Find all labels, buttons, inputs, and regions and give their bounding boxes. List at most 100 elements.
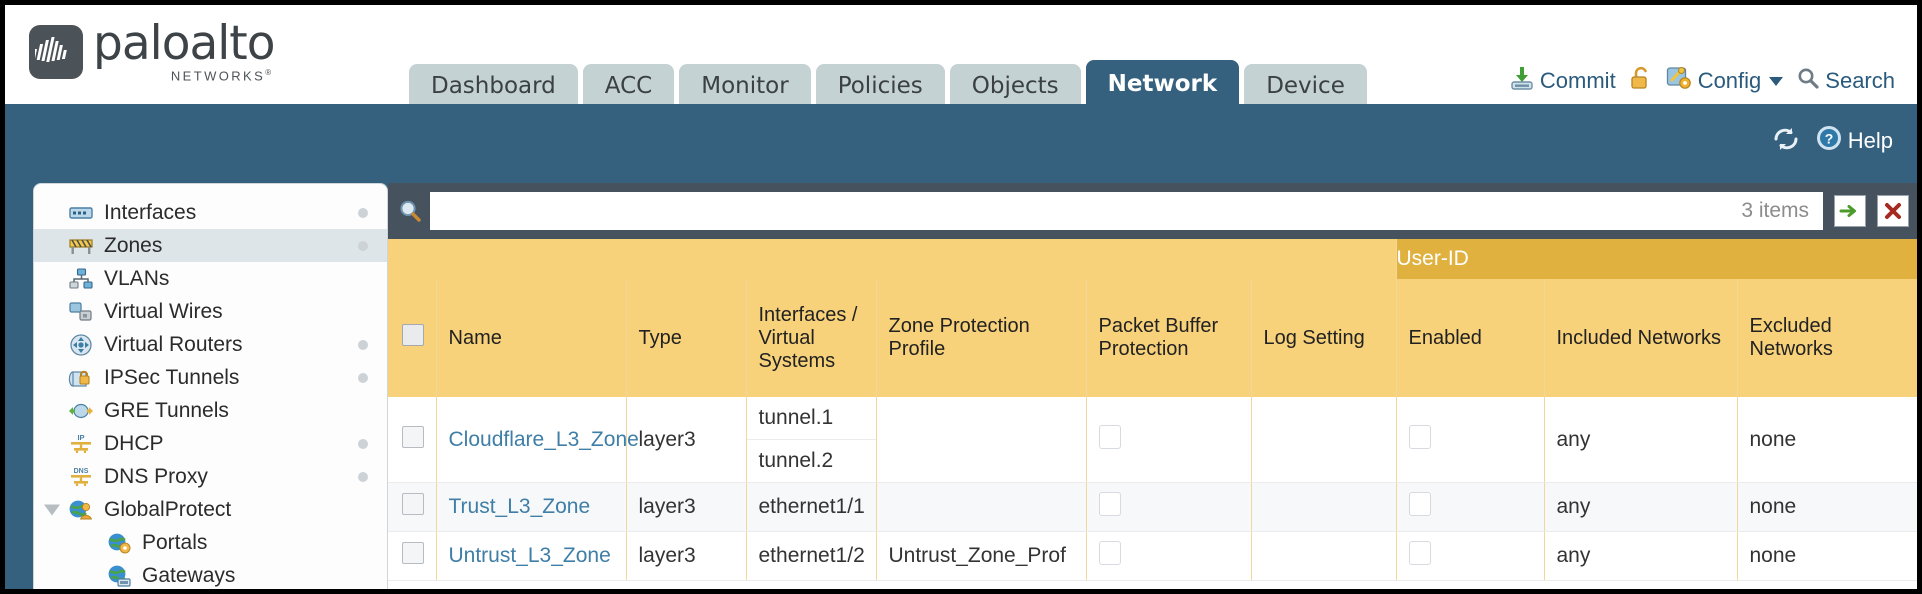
sidebar-item-virtual-wires[interactable]: Virtual Wires [34, 295, 387, 328]
table-row[interactable]: Cloudflare_L3_Zone layer3 tunnel.1 tunne… [388, 397, 1917, 483]
paloalto-logo[interactable]: paloalto NETWORKS® [29, 20, 275, 84]
config-label: Config [1697, 68, 1762, 93]
cell-user-id-enabled[interactable] [1396, 531, 1545, 581]
cell-included-networks: any [1544, 531, 1738, 581]
sidebar-status-dot [358, 372, 368, 383]
sidebar-status-dot [358, 438, 368, 449]
portals-icon [106, 531, 132, 555]
cell-zone-name[interactable]: Cloudflare_L3_Zone [436, 397, 639, 483]
row-select-cell[interactable] [388, 482, 437, 532]
table-row[interactable]: Untrust_L3_Zone layer3 ethernet1/2 Untru… [388, 531, 1917, 581]
apply-filter-button[interactable] [1834, 195, 1866, 227]
help-question-icon: ? [1815, 124, 1843, 158]
refresh-icon[interactable] [1771, 125, 1801, 158]
sidebar-item-label: VLANs [104, 266, 170, 290]
cell-user-id-enabled[interactable] [1396, 397, 1545, 483]
red-x-icon [1885, 203, 1901, 219]
help-button[interactable]: ? Help [1815, 124, 1893, 158]
user-id-enabled-checkbox[interactable] [1408, 424, 1431, 449]
row-select-cell[interactable] [388, 531, 437, 581]
magnifier-search-icon[interactable] [394, 198, 426, 224]
tab-device[interactable]: Device [1244, 64, 1367, 108]
sidebar-item-dhcp[interactable]: IP DHCP [34, 427, 387, 460]
column-header-log-setting[interactable]: Log Setting [1251, 279, 1397, 397]
zone-link[interactable]: Trust_L3_Zone [448, 495, 591, 518]
cell-zone-name[interactable]: Untrust_L3_Zone [436, 531, 627, 581]
select-all-checkbox[interactable] [402, 324, 424, 346]
table-row[interactable]: Trust_L3_Zone layer3 ethernet1/1 any [388, 482, 1917, 532]
zones-search-row: 3 items [388, 183, 1917, 239]
packet-buffer-protection-checkbox[interactable] [1098, 492, 1121, 516]
sidebar-item-portals[interactable]: Portals [34, 526, 387, 559]
search-input[interactable] [440, 198, 1742, 224]
group-header-user-id: User-ID [1396, 239, 1917, 279]
gateways-icon [106, 564, 132, 588]
tab-dashboard[interactable]: Dashboard [409, 64, 578, 108]
tab-acc[interactable]: ACC [582, 64, 675, 108]
sidebar-item-label: IPSec Tunnels [104, 365, 240, 389]
column-header-excluded-networks[interactable]: Excluded Networks [1737, 279, 1917, 397]
sidebar-status-dot [358, 471, 368, 482]
row-select-cell[interactable] [388, 397, 437, 483]
cell-included-networks: any [1544, 482, 1738, 532]
search-button[interactable]: Search [1796, 66, 1895, 96]
magnifier-icon [1796, 66, 1820, 96]
tab-objects[interactable]: Objects [949, 64, 1081, 108]
zone-link[interactable]: Untrust_L3_Zone [448, 544, 611, 567]
brand-tagline: NETWORKS® [170, 68, 274, 84]
cell-zone-type: layer3 [626, 531, 747, 581]
packet-buffer-protection-checkbox[interactable] [1098, 541, 1121, 565]
sidebar-item-virtual-routers[interactable]: Virtual Routers [34, 328, 387, 361]
packet-buffer-protection-checkbox[interactable] [1098, 424, 1121, 449]
clear-filter-button[interactable] [1877, 195, 1909, 227]
sidebar-item-gre-tunnels[interactable]: GRE Tunnels [34, 394, 387, 427]
zone-link[interactable]: Cloudflare_L3_Zone [448, 427, 639, 451]
row-checkbox[interactable] [402, 542, 424, 564]
user-id-enabled-checkbox[interactable] [1408, 541, 1431, 565]
select-all-header[interactable] [388, 279, 437, 397]
cell-zone-name[interactable]: Trust_L3_Zone [436, 482, 627, 532]
row-checkbox[interactable] [402, 493, 424, 515]
row-checkbox[interactable] [402, 425, 424, 448]
cell-packet-buffer-protection[interactable] [1086, 531, 1252, 581]
column-header-packet-buffer-protection[interactable]: Packet Buffer Protection [1086, 279, 1252, 397]
sidebar-item-zones[interactable]: Zones [34, 229, 387, 262]
zones-table-wrapper: User-ID Name Type Interfaces / Virtual S… [388, 239, 1917, 581]
green-arrow-icon [1839, 205, 1856, 217]
user-id-enabled-checkbox[interactable] [1408, 492, 1431, 516]
sidebar-item-label: Gateways [142, 563, 236, 587]
top-header-bar: paloalto NETWORKS® Dashboard ACC Monitor… [5, 5, 1917, 108]
cell-user-id-enabled[interactable] [1396, 482, 1545, 532]
config-wrench-icon [1666, 65, 1693, 97]
sidebar-item-ipsec-tunnels[interactable]: IPSec Tunnels [34, 361, 387, 394]
sidebar-item-gateways[interactable]: Gateways [34, 559, 387, 589]
column-header-enabled[interactable]: Enabled [1396, 279, 1545, 397]
lock-button[interactable] [1629, 65, 1653, 97]
tab-policies[interactable]: Policies [815, 64, 945, 108]
config-menu-button[interactable]: Config [1666, 65, 1784, 97]
sidebar-item-label: GRE Tunnels [104, 398, 229, 422]
sidebar-item-dns-proxy[interactable]: DNS DNS Proxy [34, 460, 387, 493]
column-header-zone-protection-profile[interactable]: Zone Protection Profile [876, 279, 1087, 397]
tab-network[interactable]: Network [1085, 60, 1240, 108]
column-header-name[interactable]: Name [436, 279, 627, 397]
cell-zone-protection-profile [876, 397, 1087, 483]
column-header-type[interactable]: Type [626, 279, 747, 397]
sidebar-item-interfaces[interactable]: Interfaces [34, 196, 387, 229]
cell-packet-buffer-protection[interactable] [1086, 397, 1252, 483]
column-header-interfaces-virtual-systems[interactable]: Interfaces / Virtual Systems [746, 279, 877, 397]
dhcp-icon: IP [68, 432, 94, 456]
table-column-header-row: Name Type Interfaces / Virtual Systems Z… [388, 279, 1917, 397]
sidebar-item-label: DNS Proxy [104, 464, 208, 488]
cell-packet-buffer-protection[interactable] [1086, 482, 1252, 532]
tab-monitor[interactable]: Monitor [679, 64, 811, 108]
search-field-wrapper[interactable]: 3 items [430, 192, 1823, 230]
sidebar-item-label: DHCP [104, 431, 164, 455]
sidebar-item-vlans[interactable]: VLANs [34, 262, 387, 295]
commit-button[interactable]: Commit [1509, 65, 1616, 97]
column-header-included-networks[interactable]: Included Networks [1544, 279, 1738, 397]
sidebar-item-globalprotect[interactable]: GlobalProtect [34, 493, 387, 526]
commit-label: Commit [1539, 68, 1616, 93]
triangle-expanded-icon[interactable] [44, 504, 60, 515]
